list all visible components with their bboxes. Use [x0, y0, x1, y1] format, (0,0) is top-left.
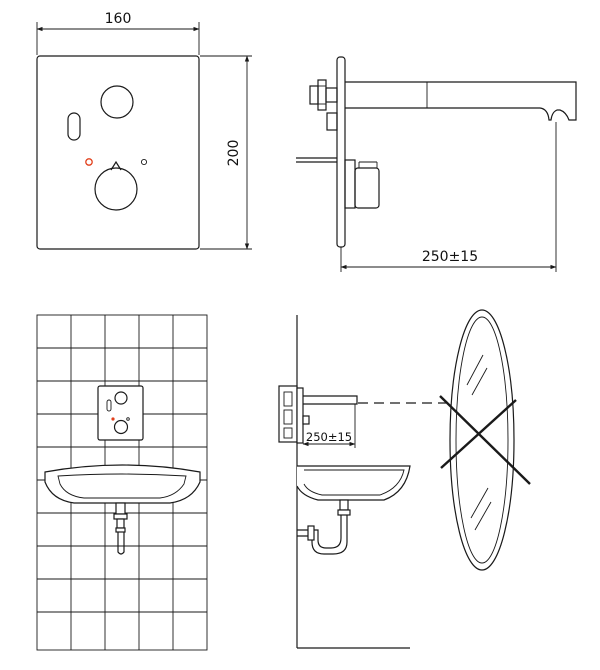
mirror-inner — [455, 316, 509, 564]
cover-plate — [36, 55, 200, 250]
prohibited-cross-a — [439, 395, 531, 485]
control-box-neck — [344, 159, 356, 209]
inlet-valve — [326, 112, 338, 131]
basin-drain — [115, 502, 126, 515]
mini-temperature-knob — [113, 419, 129, 435]
mirror-outer — [449, 309, 515, 571]
inlet-fitting — [317, 79, 327, 111]
front-view: 160 200 — [36, 11, 252, 250]
mounted-plate — [296, 387, 304, 444]
temperature-knob — [94, 167, 138, 211]
mounted-box — [278, 385, 298, 443]
side-view: 250±15 — [296, 56, 577, 272]
control-box — [354, 167, 380, 209]
spout — [345, 81, 577, 121]
installation-front-view — [36, 314, 208, 651]
trap-outlet — [307, 525, 315, 541]
mini-sensor-window — [114, 391, 128, 405]
sensor-window — [100, 85, 134, 119]
cold-indicator-dot — [140, 158, 148, 166]
installation-side-view: 250±15 — [278, 309, 531, 649]
mini-cover-plate — [97, 385, 144, 441]
prohibited-cross-b — [440, 399, 517, 469]
mounted-spout — [303, 395, 358, 405]
side-drain — [339, 499, 349, 511]
basin-side — [296, 465, 411, 501]
projection-dimension-label: 250±15 — [422, 249, 478, 265]
inlet-body — [325, 87, 338, 103]
inlet-nut — [309, 85, 319, 105]
indicator-slot — [67, 112, 81, 141]
side-plate — [336, 56, 346, 248]
hot-indicator-dot — [85, 158, 93, 166]
sensor-distance-label: 250±15 — [306, 430, 352, 444]
knob-pointer — [110, 160, 122, 171]
basin-front — [44, 464, 201, 504]
width-dimension-label: 160 — [105, 11, 132, 27]
height-dimension-label: 200 — [226, 140, 242, 167]
